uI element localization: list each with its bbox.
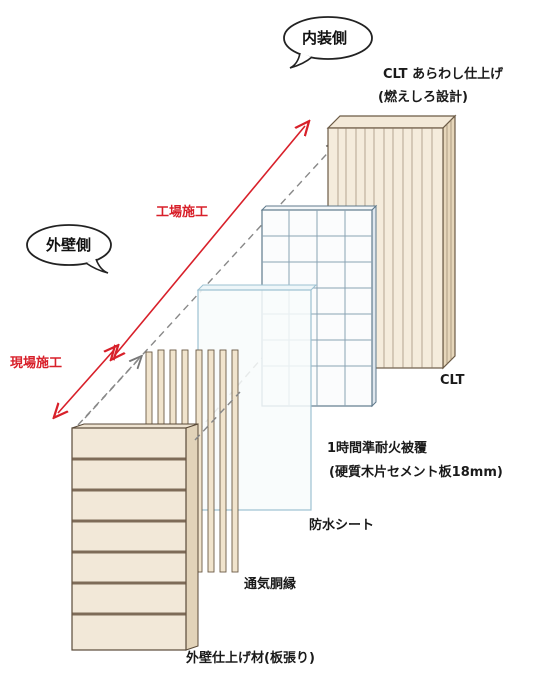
exterior-finish-label: 外壁仕上げ材(板張り) <box>186 651 315 666</box>
interior-side-bubble <box>283 16 373 69</box>
clt-finish-label-1: CLT あらわし仕上げ <box>383 67 504 82</box>
waterproof-sheet <box>196 284 318 511</box>
fire-board-label-2: (硬質木片セメント板18mm) <box>329 465 503 480</box>
fire-board-label-1: 1時間準耐火被覆 <box>327 441 428 456</box>
exterior-siding-panel <box>71 423 199 651</box>
clt-label: CLT <box>440 373 465 388</box>
factory-arrow <box>115 126 305 355</box>
assembly-arrows-front <box>84 360 241 441</box>
exterior-side-bubble <box>26 224 112 274</box>
site-arrow <box>58 350 114 413</box>
clt-finish-label-2: (燃えしろ設計) <box>378 90 468 105</box>
factory-construction-label: 工場施工 <box>156 205 209 220</box>
furring-strip-label: 通気胴縁 <box>244 577 297 592</box>
site-construction-label: 現場施工 <box>10 356 63 371</box>
exterior-side-label: 外壁側 <box>46 236 92 254</box>
waterproof-sheet-label: 防水シート <box>309 518 375 533</box>
interior-side-label: 内装側 <box>302 29 348 47</box>
